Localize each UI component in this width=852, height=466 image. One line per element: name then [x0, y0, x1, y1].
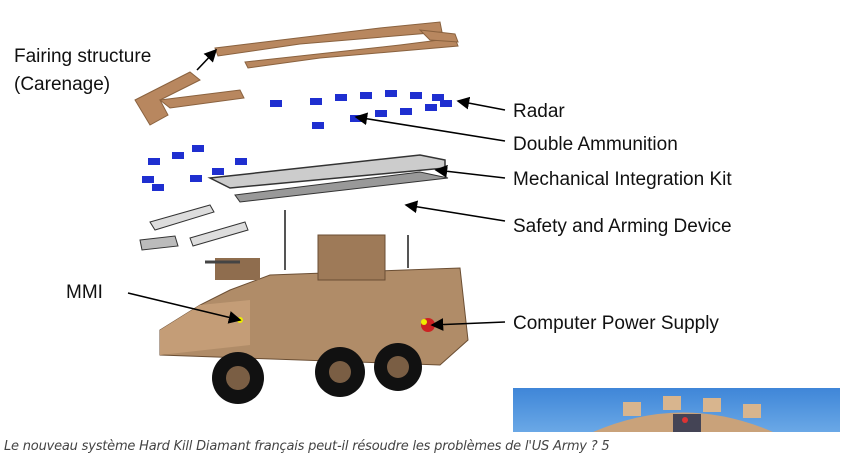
related-photo-thumbnail[interactable]	[513, 388, 840, 432]
exploded-view-diagram	[127, 21, 506, 404]
ammunition-box	[235, 158, 247, 165]
vehicle	[159, 210, 469, 404]
ammunition-box	[400, 108, 412, 115]
ammunition-box	[310, 98, 322, 105]
ammunition-box	[190, 175, 202, 182]
label-mechanical-integration-kit: Mechanical Integration Kit	[513, 169, 732, 190]
ammunition-box	[360, 92, 372, 99]
label-double-ammunition: Double Ammunition	[513, 134, 678, 155]
ammunition-box	[432, 94, 444, 101]
label-safety-arming-device: Safety and Arming Device	[513, 216, 732, 237]
ammunition-box	[152, 184, 164, 191]
ammunition-box	[385, 90, 397, 97]
ammunition-box	[440, 100, 452, 107]
ammunition-box	[212, 168, 224, 175]
label-carenage: (Carenage)	[14, 74, 111, 95]
ammunition-box	[148, 158, 160, 165]
fairing-structure	[134, 21, 459, 126]
ammunition-box	[335, 94, 347, 101]
mechanical-integration-kit	[139, 154, 449, 251]
callout-arrows	[127, 48, 506, 331]
image-caption: Le nouveau système Hard Kill Diamant fra…	[4, 439, 610, 454]
label-computer-power-supply: Computer Power Supply	[513, 313, 719, 334]
ammunition-box	[375, 110, 387, 117]
label-mmi: MMI	[66, 282, 103, 303]
ammunition-box	[425, 104, 437, 111]
ammunition-box	[142, 176, 154, 183]
ammunition-box	[410, 92, 422, 99]
label-fairing-structure: Fairing structure	[14, 46, 152, 67]
label-radar: Radar	[513, 101, 565, 122]
ammunition-box	[172, 152, 184, 159]
ammunition-box	[350, 115, 362, 122]
ammunition-box	[270, 100, 282, 107]
ammunition-box	[312, 122, 324, 129]
ammunition-box	[192, 145, 204, 152]
